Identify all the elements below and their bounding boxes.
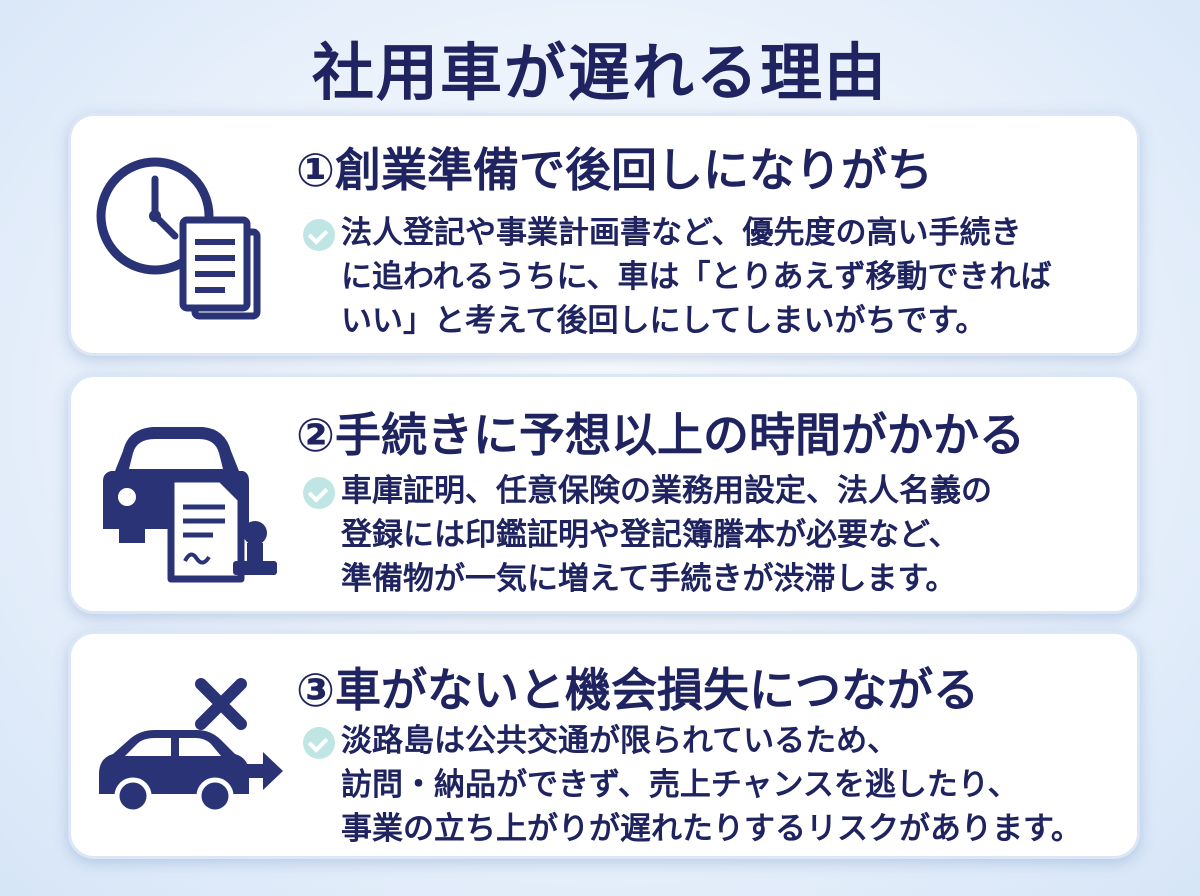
reason-heading: ②手続きに予想以上の時間がかかる xyxy=(296,408,1025,462)
reason-heading: ③車がないと機会損失につながる xyxy=(296,663,979,717)
reason-line: いい」と考えて後回しにしてしまいがちです。 xyxy=(341,303,987,339)
check-icon xyxy=(303,219,335,251)
reason-body: 淡路島は公共交通が限られているため、 訪問・納品ができず、売上チャンスを逃したり… xyxy=(341,719,1082,851)
reason-line: 登録には印鑑証明や登記簿謄本が必要など、 xyxy=(341,517,960,553)
clock-documents-icon xyxy=(96,157,261,320)
reason-card-1: ①創業準備で後回しになりがち 法人登記や事業計画書など、優先度の高い手続き に追… xyxy=(68,113,1140,356)
reason-line: 準備物が一気に増えて手続きが渋滞します。 xyxy=(341,561,957,597)
reason-line: 事業の立ち上がりが遅れたりするリスクがあります。 xyxy=(341,811,1082,847)
car-document-stamp-icon xyxy=(103,427,277,583)
reason-line: 訪問・納品ができず、売上チャンスを逃したり、 xyxy=(341,767,1019,803)
car-cross-arrow-icon xyxy=(99,678,283,815)
reason-heading: ①創業準備で後回しになりがち xyxy=(296,143,933,197)
reason-line: 淡路島は公共交通が限られているため、 xyxy=(341,723,899,759)
reason-line: 車庫証明、任意保険の業務用設定、法人名義の xyxy=(341,473,992,509)
reason-line: 法人登記や事業計画書など、優先度の高い手続き xyxy=(341,215,1022,251)
page-title: 社用車が遅れる理由 xyxy=(311,36,888,109)
reason-line: に追われるうちに、車は「とりあえず移動できれば xyxy=(341,259,1052,295)
check-icon xyxy=(303,727,335,759)
reason-card-2: ②手続きに予想以上の時間がかかる 車庫証明、任意保険の業務用設定、法人名義の 登… xyxy=(68,374,1140,614)
reason-body: 車庫証明、任意保険の業務用設定、法人名義の 登録には印鑑証明や登記簿謄本が必要な… xyxy=(341,469,992,601)
check-icon xyxy=(303,477,335,509)
reason-card-3: ③車がないと機会損失につながる 淡路島は公共交通が限られているため、 訪問・納品… xyxy=(68,631,1140,859)
reason-body: 法人登記や事業計画書など、優先度の高い手続き に追われるうちに、車は「とりあえず… xyxy=(341,211,1052,343)
